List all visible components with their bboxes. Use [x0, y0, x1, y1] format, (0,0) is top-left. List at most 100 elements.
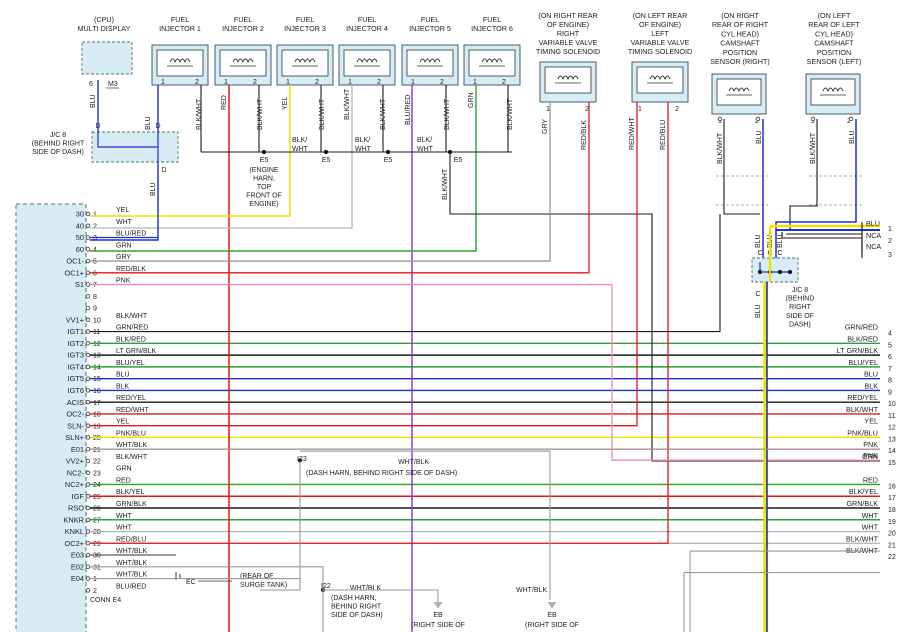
- wire-label: PNK/BLU: [116, 430, 146, 437]
- splice-dot: [787, 269, 793, 275]
- pin-number: 2: [585, 106, 589, 113]
- right-wire-label: WHT: [862, 511, 879, 520]
- right-connector-number: 18: [888, 507, 896, 514]
- right-wire-label: GRN/RED: [845, 323, 878, 332]
- splice-id: I23: [297, 456, 307, 463]
- wire-label: GRN: [116, 466, 132, 473]
- ecm-pin: [85, 423, 91, 428]
- i23-to-eb-wire: [300, 450, 551, 600]
- wire-label: BLK/: [417, 137, 432, 144]
- connector-e4: CONN E4: [90, 597, 121, 604]
- right-connector-number: 17: [888, 495, 896, 502]
- component-label: CAMSHAFT: [814, 39, 854, 48]
- ecm-box: [15, 203, 87, 632]
- ecm-terminal-label: VV2+: [66, 457, 84, 466]
- ecm-terminal-label: KNKR: [63, 515, 84, 524]
- pin-number: 6: [89, 81, 93, 88]
- pin-number: 27: [93, 517, 101, 524]
- wire-label: WHT: [355, 146, 372, 153]
- pin-number: 2: [502, 79, 506, 86]
- ecm-pin: [85, 223, 91, 228]
- right-wire-label: BLK: [864, 381, 878, 390]
- pin-number: C: [755, 291, 760, 298]
- wire-label: BLU: [150, 182, 157, 196]
- pin-number: 1: [638, 106, 642, 113]
- pin-number: 12: [93, 341, 101, 348]
- ecm-terminal-label: IGT4: [68, 362, 84, 371]
- ecm-pin: [85, 435, 91, 440]
- right-wire-label: GRN: [862, 452, 878, 461]
- component-label: FUEL: [296, 15, 314, 24]
- fuel-injector-4-inner: [343, 49, 391, 77]
- component-label: POSITION: [817, 48, 851, 57]
- ecm-terminal-label: OC2+: [64, 539, 84, 548]
- right-wire-label: RED/YEL: [847, 393, 878, 402]
- component-label: VARIABLE VALVE: [539, 38, 598, 47]
- terminal: [848, 116, 854, 122]
- wire-label: BLU: [755, 304, 762, 318]
- wire-label: BLU/YEL: [116, 360, 145, 367]
- wire-label: BLU: [756, 130, 763, 144]
- right-wire-label: BLU/YEL: [848, 358, 878, 367]
- component-label: SENSOR (RIGHT): [710, 57, 770, 66]
- cpu-multi-display-box: [81, 41, 133, 75]
- ecm-terminal-label: OC2-: [66, 410, 84, 419]
- wire-label: RED: [116, 477, 131, 484]
- ecm-terminal-label: NC2-: [67, 468, 85, 477]
- wire-label: WHT: [116, 525, 133, 532]
- pin-number: 1: [811, 118, 815, 125]
- ground-eb-icon: [434, 602, 442, 608]
- wire-label: BLK/WHT: [717, 132, 724, 164]
- ecm-pin: [85, 505, 91, 511]
- wire-label: RED/BLK: [116, 266, 146, 273]
- ecm-pin: [85, 282, 91, 287]
- pin-number: 2: [377, 79, 381, 86]
- ecm-terminal-label: IGF: [72, 492, 85, 501]
- ec-note: SURGE TANK): [240, 582, 287, 589]
- component-label: FUEL: [234, 15, 252, 24]
- ecm-terminal-label: E04: [71, 574, 84, 583]
- wire-label: BLK/YEL: [116, 489, 145, 496]
- ecm-pin: [85, 541, 91, 546]
- pin-number: 22: [93, 459, 101, 466]
- right-connector-number: 19: [888, 519, 896, 526]
- wire-label: BLU: [755, 234, 762, 248]
- blk-wht-22: [683, 572, 880, 632]
- component-label: OF ENGINE): [547, 20, 589, 29]
- terminal: [810, 116, 816, 122]
- wire-label: RED/BLU: [660, 120, 667, 150]
- jc-label: J/C 8: [792, 287, 808, 294]
- pin-number: 2: [195, 79, 199, 86]
- pin-number: 1: [411, 79, 415, 86]
- i23-drop-wire: [260, 460, 301, 591]
- pin-number: 2: [253, 79, 257, 86]
- right-wire-label: BLU: [864, 370, 878, 379]
- right-connector-number: 21: [888, 542, 896, 549]
- wire-label: BLK: [116, 383, 130, 390]
- wire-label: GRY: [116, 254, 131, 261]
- ecm-terminal-label: 30: [76, 210, 84, 219]
- right-wire-label: RED: [863, 475, 878, 484]
- wire-label: BLK/: [292, 137, 307, 144]
- ncn-wire: [781, 232, 863, 252]
- pin-number: 26: [93, 506, 101, 513]
- right-wire-label: BLK/WHT: [846, 405, 879, 414]
- ecm-pin: [85, 482, 91, 487]
- right-wire-label: PNK: [863, 440, 878, 449]
- right-connector-number: 10: [888, 401, 896, 408]
- wire-label: BLK/WHT: [444, 98, 451, 130]
- right-connector-number: 20: [888, 531, 896, 538]
- pin-number: C: [757, 250, 762, 257]
- eb-note: (RIGHT SIDE OF: [525, 622, 579, 629]
- fuel-injector-6-coil-icon: [481, 58, 503, 64]
- ecm-terminal-label: IGT1: [68, 327, 84, 336]
- pin-number: 19: [93, 423, 101, 430]
- e5-note: ENGINE): [249, 201, 278, 208]
- component-label: INJECTOR 5: [409, 24, 451, 33]
- splice-id: I22: [321, 583, 331, 590]
- ground-eb: EB: [547, 612, 557, 619]
- pin-number: 21: [93, 447, 101, 454]
- pin-number: 7: [93, 282, 97, 289]
- pin-number: 1: [718, 118, 722, 125]
- ecm-pin: [85, 529, 91, 534]
